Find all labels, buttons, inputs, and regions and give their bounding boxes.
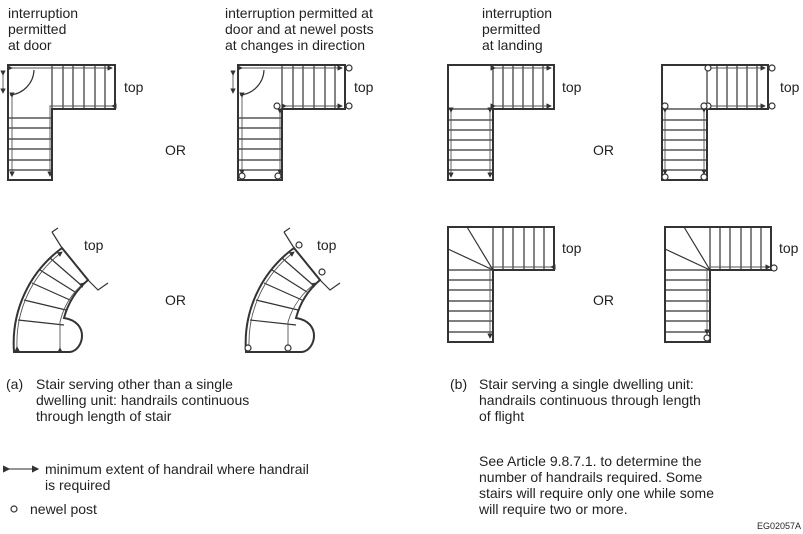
note-a1: interruption permitted at door [8, 5, 79, 53]
legend-handrail-extent: minimum extent of handrail where handrai… [45, 461, 309, 493]
or-label: OR [593, 142, 614, 158]
stair-b4-winders-newels [664, 226, 778, 343]
stair-b3-winders [447, 226, 556, 343]
legend-newel-post: newel post [30, 501, 97, 517]
note-b: interruption permitted at landing [482, 5, 553, 53]
caption-a: Stair serving other than a single dwelli… [36, 376, 250, 424]
or-label: OR [165, 142, 186, 158]
small-circle-icon [10, 505, 18, 513]
stair-a2-l-shaped-newels [230, 64, 353, 181]
or-label: OR [593, 292, 614, 308]
handrail [0, 65, 117, 177]
caption-a-letter: (a) [6, 376, 24, 392]
stair-a4-curved-newels [244, 227, 341, 353]
top-label: top [562, 240, 582, 256]
note-a2: interruption permitted at door and at ne… [225, 5, 374, 53]
stair-b2-landing-newels [661, 64, 776, 181]
top-label: top [124, 79, 144, 95]
stair-b1-landing [447, 64, 555, 181]
top-label: top [354, 79, 374, 95]
top-label: top [84, 237, 104, 253]
stair-a1-l-shaped [0, 64, 117, 181]
caption-b-letter: (b) [450, 376, 468, 392]
top-label: top [317, 237, 337, 253]
top-label: top [780, 79, 800, 95]
article-note: See Article 9.8.7.1. to determine the nu… [479, 453, 714, 517]
stair-a3-curved [12, 227, 109, 353]
newel-posts [238, 64, 353, 180]
or-label: OR [165, 292, 186, 308]
caption-b: Stair serving a single dwelling unit: ha… [479, 376, 701, 424]
top-label: top [562, 79, 582, 95]
top-label: top [779, 240, 799, 256]
figure-id: EG02057A [757, 521, 802, 531]
